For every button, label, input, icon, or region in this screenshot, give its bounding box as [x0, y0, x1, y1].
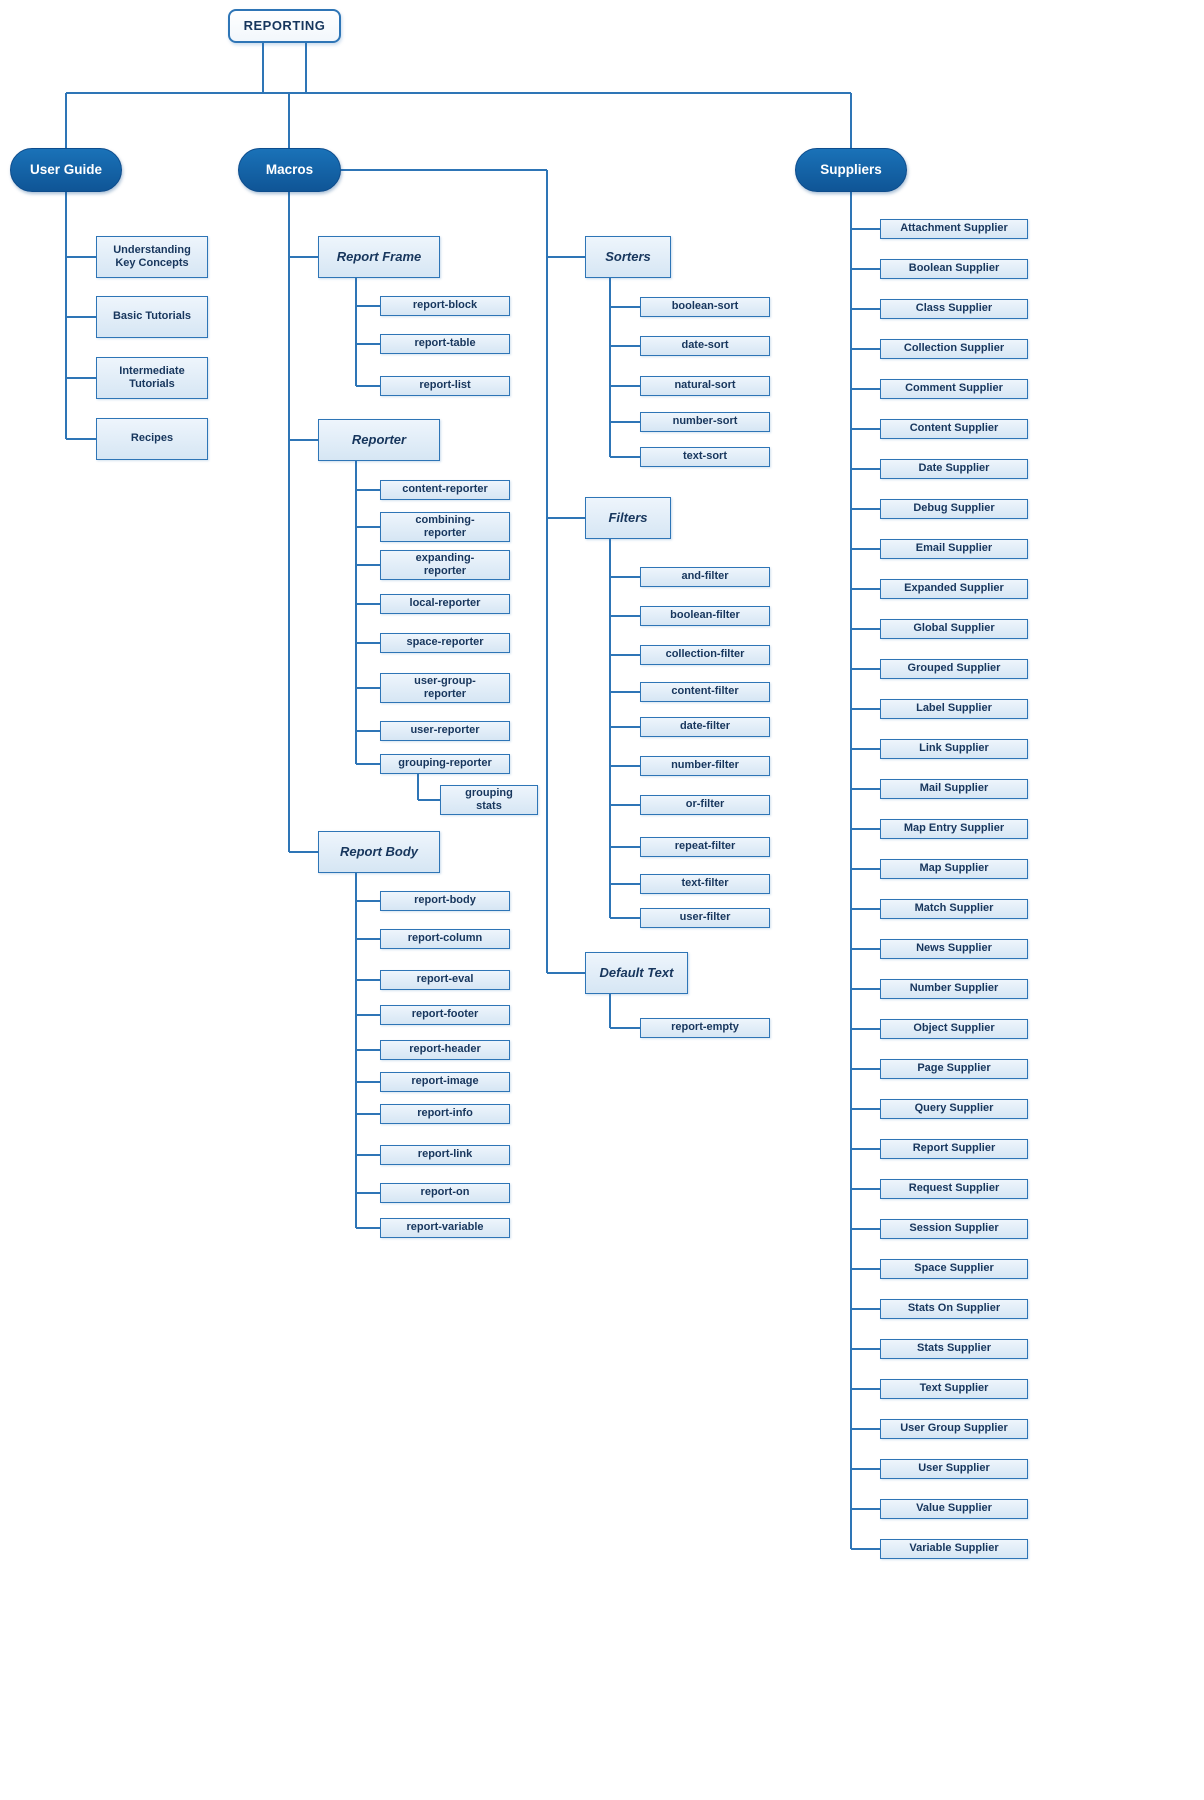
node-variable-supplier[interactable]: Variable Supplier	[880, 1539, 1028, 1559]
branch-user-guide[interactable]: User Guide	[10, 148, 122, 192]
node-collection-filter[interactable]: collection-filter	[640, 645, 770, 665]
node-report-body[interactable]: report-body	[380, 891, 510, 911]
branch-suppliers[interactable]: Suppliers	[795, 148, 907, 192]
node-report-variable[interactable]: report-variable	[380, 1218, 510, 1238]
node-comment-supplier[interactable]: Comment Supplier	[880, 379, 1028, 399]
node-attachment-supplier[interactable]: Attachment Supplier	[880, 219, 1028, 239]
node-and-filter[interactable]: and-filter	[640, 567, 770, 587]
node-report-block[interactable]: report-block	[380, 296, 510, 316]
group-header-sorters[interactable]: Sorters	[585, 236, 671, 278]
node-debug-supplier[interactable]: Debug Supplier	[880, 499, 1028, 519]
node-space-reporter[interactable]: space-reporter	[380, 633, 510, 653]
node-grouped-supplier[interactable]: Grouped Supplier	[880, 659, 1028, 679]
node-stats-supplier[interactable]: Stats Supplier	[880, 1339, 1028, 1359]
node-grouping-stats[interactable]: grouping stats	[440, 785, 538, 815]
node-date-sort[interactable]: date-sort	[640, 336, 770, 356]
node-report-header[interactable]: report-header	[380, 1040, 510, 1060]
node-report-column[interactable]: report-column	[380, 929, 510, 949]
node-grouping-reporter[interactable]: grouping-reporter	[380, 754, 510, 774]
node-report-list[interactable]: report-list	[380, 376, 510, 396]
node-news-supplier[interactable]: News Supplier	[880, 939, 1028, 959]
node-expanding-reporter[interactable]: expanding- reporter	[380, 550, 510, 580]
node-report-image[interactable]: report-image	[380, 1072, 510, 1092]
node-natural-sort[interactable]: natural-sort	[640, 376, 770, 396]
node-understanding-key-concepts[interactable]: Understanding Key Concepts	[96, 236, 208, 278]
node-boolean-supplier[interactable]: Boolean Supplier	[880, 259, 1028, 279]
node-collection-supplier[interactable]: Collection Supplier	[880, 339, 1028, 359]
group-header-reporter[interactable]: Reporter	[318, 419, 440, 461]
node-boolean-sort[interactable]: boolean-sort	[640, 297, 770, 317]
node-date-filter[interactable]: date-filter	[640, 717, 770, 737]
node-content-filter[interactable]: content-filter	[640, 682, 770, 702]
node-report-supplier[interactable]: Report Supplier	[880, 1139, 1028, 1159]
node-content-supplier[interactable]: Content Supplier	[880, 419, 1028, 439]
node-global-supplier[interactable]: Global Supplier	[880, 619, 1028, 639]
node-number-supplier[interactable]: Number Supplier	[880, 979, 1028, 999]
node-match-supplier[interactable]: Match Supplier	[880, 899, 1028, 919]
node-user-group-supplier[interactable]: User Group Supplier	[880, 1419, 1028, 1439]
node-text-sort[interactable]: text-sort	[640, 447, 770, 467]
node-query-supplier[interactable]: Query Supplier	[880, 1099, 1028, 1119]
node-content-reporter[interactable]: content-reporter	[380, 480, 510, 500]
node-or-filter[interactable]: or-filter	[640, 795, 770, 815]
node-space-supplier[interactable]: Space Supplier	[880, 1259, 1028, 1279]
node-repeat-filter[interactable]: repeat-filter	[640, 837, 770, 857]
root-reporting[interactable]: REPORTING	[228, 9, 341, 43]
node-recipes[interactable]: Recipes	[96, 418, 208, 460]
node-user-reporter[interactable]: user-reporter	[380, 721, 510, 741]
node-report-eval[interactable]: report-eval	[380, 970, 510, 990]
node-map-supplier[interactable]: Map Supplier	[880, 859, 1028, 879]
node-local-reporter[interactable]: local-reporter	[380, 594, 510, 614]
node-user-supplier[interactable]: User Supplier	[880, 1459, 1028, 1479]
node-link-supplier[interactable]: Link Supplier	[880, 739, 1028, 759]
node-object-supplier[interactable]: Object Supplier	[880, 1019, 1028, 1039]
node-report-footer[interactable]: report-footer	[380, 1005, 510, 1025]
node-report-on[interactable]: report-on	[380, 1183, 510, 1203]
node-number-filter[interactable]: number-filter	[640, 756, 770, 776]
node-number-sort[interactable]: number-sort	[640, 412, 770, 432]
node-text-supplier[interactable]: Text Supplier	[880, 1379, 1028, 1399]
node-request-supplier[interactable]: Request Supplier	[880, 1179, 1028, 1199]
node-label-supplier[interactable]: Label Supplier	[880, 699, 1028, 719]
node-expanded-supplier[interactable]: Expanded Supplier	[880, 579, 1028, 599]
node-mail-supplier[interactable]: Mail Supplier	[880, 779, 1028, 799]
group-header-report-frame[interactable]: Report Frame	[318, 236, 440, 278]
node-value-supplier[interactable]: Value Supplier	[880, 1499, 1028, 1519]
node-boolean-filter[interactable]: boolean-filter	[640, 606, 770, 626]
node-page-supplier[interactable]: Page Supplier	[880, 1059, 1028, 1079]
node-report-info[interactable]: report-info	[380, 1104, 510, 1124]
branch-macros[interactable]: Macros	[238, 148, 341, 192]
node-text-filter[interactable]: text-filter	[640, 874, 770, 894]
group-header-filters[interactable]: Filters	[585, 497, 671, 539]
node-basic-tutorials[interactable]: Basic Tutorials	[96, 296, 208, 338]
group-header-report-body[interactable]: Report Body	[318, 831, 440, 873]
node-date-supplier[interactable]: Date Supplier	[880, 459, 1028, 479]
node-report-table[interactable]: report-table	[380, 334, 510, 354]
node-user-filter[interactable]: user-filter	[640, 908, 770, 928]
node-class-supplier[interactable]: Class Supplier	[880, 299, 1028, 319]
node-email-supplier[interactable]: Email Supplier	[880, 539, 1028, 559]
group-header-default-text[interactable]: Default Text	[585, 952, 688, 994]
node-report-empty[interactable]: report-empty	[640, 1018, 770, 1038]
node-stats-on-supplier[interactable]: Stats On Supplier	[880, 1299, 1028, 1319]
node-user-group-reporter[interactable]: user-group- reporter	[380, 673, 510, 703]
node-combining-reporter[interactable]: combining- reporter	[380, 512, 510, 542]
node-intermediate-tutorials[interactable]: Intermediate Tutorials	[96, 357, 208, 399]
node-session-supplier[interactable]: Session Supplier	[880, 1219, 1028, 1239]
node-report-link[interactable]: report-link	[380, 1145, 510, 1165]
node-map-entry-supplier[interactable]: Map Entry Supplier	[880, 819, 1028, 839]
